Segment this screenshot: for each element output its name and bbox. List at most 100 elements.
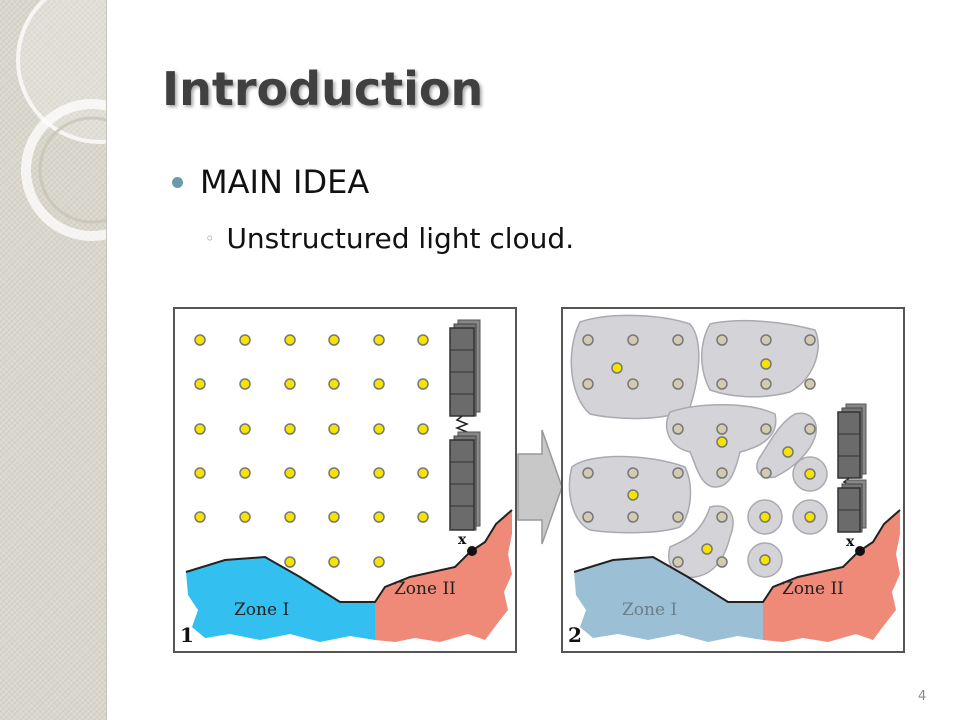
faded-point <box>582 378 594 390</box>
faded-point <box>672 334 684 346</box>
camera-stack-top <box>837 403 867 479</box>
panel-number: 1 <box>180 623 194 647</box>
light-point <box>417 467 429 479</box>
zone-1-area <box>186 557 375 642</box>
zone-2-label: Zone II <box>394 579 456 599</box>
light-point <box>239 334 251 346</box>
faded-point <box>760 467 772 479</box>
light-point <box>239 467 251 479</box>
bullet-dot-icon <box>172 176 183 188</box>
faded-point <box>582 511 594 523</box>
faded-point <box>716 511 728 523</box>
light-point <box>284 423 296 435</box>
faded-point <box>672 423 684 435</box>
light-point <box>373 423 385 435</box>
light-point <box>194 511 206 523</box>
faded-point <box>760 334 772 346</box>
panel-2: x Zone I Zone II 2 <box>561 307 905 653</box>
light-point <box>194 467 206 479</box>
faded-point <box>716 556 728 568</box>
panel-1: x Zone I Zone II 1 <box>173 307 517 653</box>
light-point <box>284 378 296 390</box>
faded-point <box>672 511 684 523</box>
point-x-marker <box>855 546 865 556</box>
light-point <box>328 556 340 568</box>
light-point <box>239 423 251 435</box>
faded-point <box>582 467 594 479</box>
faded-point <box>804 334 816 346</box>
light-point <box>716 436 728 448</box>
light-point <box>328 334 340 346</box>
zone-1-label: Zone I <box>622 600 677 620</box>
zone-1-label: Zone I <box>234 600 289 620</box>
light-point <box>804 511 816 523</box>
light-point <box>417 511 429 523</box>
camera-stack-bottom <box>837 479 867 533</box>
slide-title: Introduction <box>162 62 484 116</box>
faded-point <box>760 423 772 435</box>
light-point <box>417 334 429 346</box>
light-point <box>194 423 206 435</box>
light-point <box>284 334 296 346</box>
boundary-line <box>573 509 901 603</box>
faded-point <box>672 378 684 390</box>
light-point <box>194 378 206 390</box>
light-point <box>328 467 340 479</box>
panel-number: 2 <box>568 623 582 647</box>
light-point <box>417 423 429 435</box>
camera-stack-top <box>449 319 481 417</box>
faded-point <box>716 334 728 346</box>
zone-2-area <box>375 510 512 642</box>
light-point <box>417 378 429 390</box>
light-point <box>373 467 385 479</box>
faded-point <box>716 467 728 479</box>
faded-point <box>760 378 772 390</box>
arrow-icon <box>517 429 563 545</box>
bullet-ring-icon: ◦ <box>205 229 215 248</box>
point-x-marker <box>467 546 477 556</box>
camera-stack-bottom <box>449 431 481 531</box>
light-cloud-figure: x Zone I Zone II 1 <box>173 307 905 653</box>
decorative-circles <box>16 0 106 241</box>
bullet-main-text: MAIN IDEA <box>200 163 370 201</box>
light-point <box>782 446 794 458</box>
zone-1-area-faded <box>574 557 763 642</box>
light-point <box>328 511 340 523</box>
faded-point <box>582 334 594 346</box>
faded-point <box>804 378 816 390</box>
light-point <box>239 378 251 390</box>
light-point <box>373 378 385 390</box>
bullet-sub-text: Unstructured light cloud. <box>226 222 575 255</box>
light-point <box>804 468 816 480</box>
boundary-line <box>185 509 513 603</box>
light-point <box>284 556 296 568</box>
faded-point <box>627 467 639 479</box>
faded-point <box>804 423 816 435</box>
light-point <box>284 467 296 479</box>
zone-2-area <box>763 510 900 642</box>
light-point <box>373 511 385 523</box>
light-points-grid <box>194 334 429 568</box>
light-point <box>373 334 385 346</box>
faded-point <box>627 334 639 346</box>
light-point <box>328 378 340 390</box>
faded-point <box>627 511 639 523</box>
cloud-points <box>582 334 816 568</box>
faded-point <box>627 378 639 390</box>
faded-point <box>672 467 684 479</box>
bullet-sub: ◦ Unstructured light cloud. <box>205 222 574 255</box>
faded-point <box>716 423 728 435</box>
light-point <box>627 489 639 501</box>
light-point <box>328 423 340 435</box>
light-point <box>701 543 713 555</box>
light-point <box>239 511 251 523</box>
faded-point <box>716 378 728 390</box>
light-point <box>760 358 772 370</box>
bullet-main: MAIN IDEA <box>172 163 369 201</box>
sidebar-decoration <box>0 0 107 720</box>
faded-point <box>672 556 684 568</box>
light-point <box>759 554 771 566</box>
page-number: 4 <box>918 689 927 704</box>
light-point <box>373 556 385 568</box>
light-point <box>284 511 296 523</box>
